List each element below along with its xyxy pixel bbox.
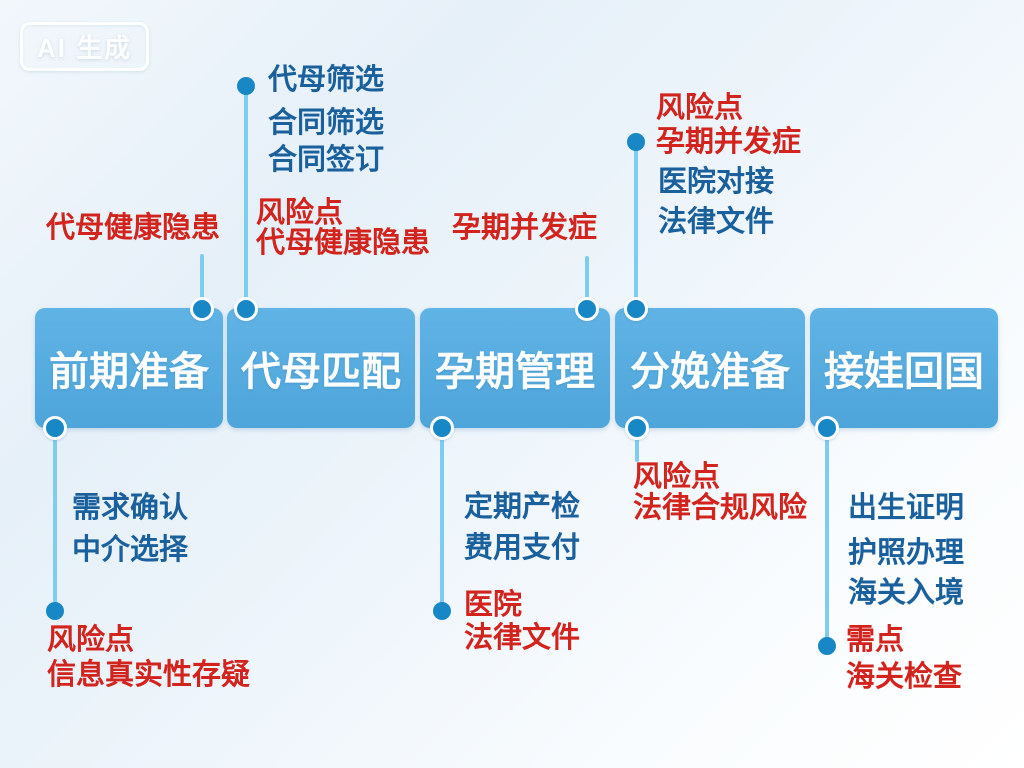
connector-line-col3-top: [585, 256, 589, 309]
stage-title: 分娩准备: [630, 350, 790, 394]
timeline-end-dot: [433, 602, 451, 620]
timeline-dot: [43, 416, 67, 440]
note-task-text: 需求确认: [72, 492, 189, 524]
timeline-dot: [815, 416, 839, 440]
stage-title: 孕期管理: [435, 350, 595, 394]
timeline-end-dot: [237, 77, 255, 95]
note-risk-text: 医院: [464, 589, 523, 621]
note-risk-text: 需点: [846, 624, 905, 656]
connector-line-col1-top: [200, 254, 204, 309]
note-risk-text: 信息真实性存疑: [47, 659, 251, 691]
connector-line-col3-bottom: [440, 428, 444, 611]
note-risk-text: 风险点: [633, 461, 721, 493]
note-risk-text: 风险点: [656, 92, 744, 124]
note-risk-text: 法律合规风险: [633, 492, 808, 524]
timeline-dot: [624, 297, 648, 321]
note-task-text: 出生证明: [848, 492, 965, 524]
note-risk-text: 法律文件: [464, 622, 581, 654]
note-risk-text: 代母健康隐患: [256, 227, 431, 259]
timeline-dot: [234, 297, 258, 321]
connector-line-col4-top: [634, 142, 638, 309]
note-task-text: 中介选择: [72, 534, 189, 566]
note-risk-text: 风险点: [47, 624, 135, 656]
timeline-dot: [430, 416, 454, 440]
connector-line-col2-top: [244, 86, 248, 309]
note-task-text: 海关入境: [848, 577, 965, 609]
note-task-text: 医院对接: [658, 166, 775, 198]
ai-generated-watermark-badge: AI 生成: [20, 22, 150, 71]
stage-title: 接娃回国: [824, 350, 984, 394]
note-risk-text: 孕期并发症: [656, 126, 802, 158]
stage-box-delivery-preparation: 分娩准备: [615, 308, 805, 428]
stage-box-preparation: 前期准备: [35, 308, 223, 428]
connector-line-col1-bottom: [53, 428, 57, 611]
stage-box-return-home: 接娃回国: [810, 308, 998, 428]
note-risk-text: 海关检查: [846, 661, 963, 693]
timeline-end-dot: [818, 637, 836, 655]
note-risk-text: 风险点: [256, 197, 344, 229]
timeline-end-dot: [627, 133, 645, 151]
timeline-dot: [625, 416, 649, 440]
note-task-text: 合同签订: [268, 144, 385, 176]
note-task-text: 法律文件: [658, 206, 775, 238]
stage-title: 代母匹配: [241, 350, 401, 394]
note-task-text: 定期产检: [464, 491, 581, 523]
stage-title: 前期准备: [49, 350, 209, 394]
stage-box-surrogate-matching: 代母匹配: [227, 308, 415, 428]
timeline-dot: [190, 297, 214, 321]
note-risk-text: 代母健康隐患: [46, 212, 221, 244]
timeline-end-dot: [46, 602, 64, 620]
note-task-text: 费用支付: [464, 532, 581, 564]
note-task-text: 护照办理: [848, 537, 965, 569]
stage-box-pregnancy-management: 孕期管理: [420, 308, 610, 428]
timeline-dot: [575, 297, 599, 321]
note-task-text: 代母筛选: [268, 64, 385, 96]
note-task-text: 合同筛选: [268, 107, 385, 139]
connector-line-col5-bottom: [825, 428, 829, 646]
connector-line-col4-bottom: [635, 428, 639, 462]
note-risk-text: 孕期并发症: [452, 212, 598, 244]
